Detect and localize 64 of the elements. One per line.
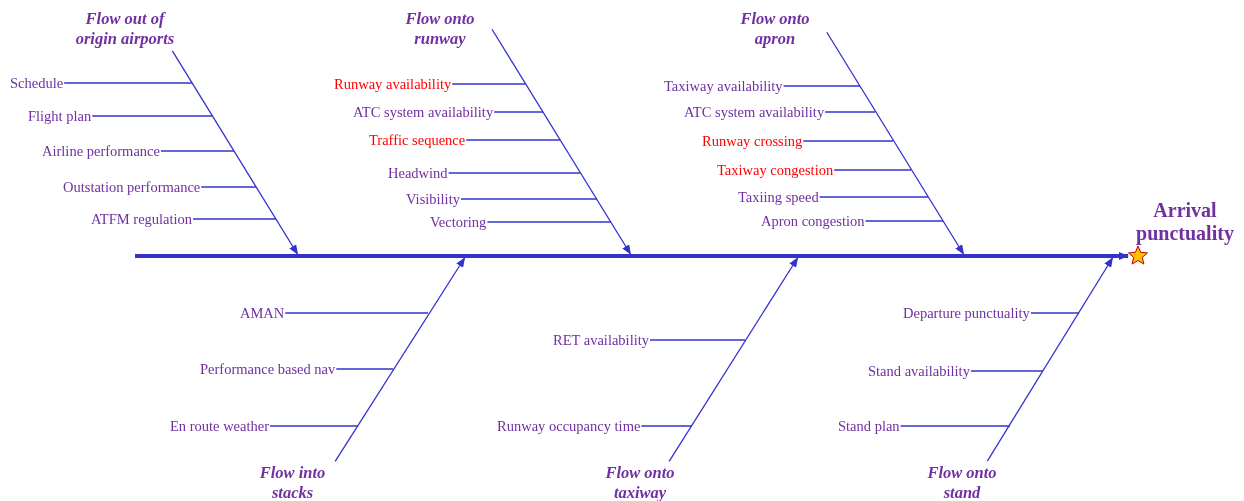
branch-line bbox=[284, 312, 429, 314]
cause-label: Taxiway availability bbox=[664, 77, 783, 96]
cause-label: Performance based nav bbox=[200, 360, 336, 379]
branch-line bbox=[63, 82, 193, 84]
branch-line bbox=[192, 218, 277, 220]
bone-arrow bbox=[668, 257, 799, 462]
cause-label: Taxiway congestion bbox=[717, 161, 834, 180]
bone-arrow bbox=[334, 257, 466, 462]
branch-line bbox=[335, 368, 394, 370]
bone-arrow bbox=[171, 50, 299, 255]
effect-label: Arrival punctuality bbox=[1136, 199, 1234, 245]
branch-line bbox=[465, 139, 561, 141]
category-heading: Flow into stacks bbox=[258, 463, 327, 501]
branch-line bbox=[970, 370, 1044, 372]
branch-line bbox=[802, 140, 894, 142]
cause-label: ATFM regulation bbox=[91, 210, 193, 229]
branch-line bbox=[864, 220, 944, 222]
branch-line bbox=[824, 111, 876, 113]
category-heading: Flow out of origin airports bbox=[74, 9, 176, 49]
cause-label: Vectoring bbox=[430, 213, 487, 232]
cause-label: Headwind bbox=[388, 164, 448, 183]
category-heading: Flow onto apron bbox=[739, 9, 811, 49]
bone-arrow bbox=[491, 28, 632, 255]
cause-label: Traffic sequence bbox=[369, 131, 466, 150]
branch-line bbox=[447, 172, 581, 174]
branch-line bbox=[493, 111, 544, 113]
branch-line bbox=[460, 198, 598, 200]
cause-label: Runway occupancy time bbox=[497, 417, 641, 436]
branch-line bbox=[451, 83, 526, 85]
cause-label: Stand availability bbox=[868, 362, 970, 381]
branch-line bbox=[900, 425, 1011, 427]
branch-line bbox=[640, 425, 693, 427]
category-heading: Flow onto taxiway bbox=[604, 463, 676, 501]
cause-label: ATC system availability bbox=[353, 103, 494, 122]
cause-label: Taxiing speed bbox=[738, 188, 819, 207]
cause-label: Runway availability bbox=[334, 75, 452, 94]
cause-label: ATC system availability bbox=[684, 103, 825, 122]
cause-label: Outstation performance bbox=[63, 178, 201, 197]
bone-arrow bbox=[986, 257, 1114, 462]
branch-line bbox=[649, 339, 746, 341]
category-heading: Flow onto runway bbox=[404, 9, 476, 49]
cause-label: Apron congestion bbox=[761, 212, 865, 231]
category-heading: Flow onto stand bbox=[926, 463, 998, 501]
branch-line bbox=[200, 186, 257, 188]
cause-label: Airline performance bbox=[42, 142, 160, 161]
branch-line bbox=[819, 196, 929, 198]
branch-line bbox=[91, 115, 213, 117]
cause-label: Runway crossing bbox=[702, 132, 803, 151]
cause-label: En route weather bbox=[170, 417, 270, 436]
branch-line bbox=[1030, 312, 1080, 314]
branch-line bbox=[160, 150, 235, 152]
cause-label: Stand plan bbox=[838, 417, 900, 436]
cause-label: AMAN bbox=[240, 304, 285, 323]
branch-line bbox=[833, 169, 912, 171]
branch-line bbox=[486, 221, 612, 223]
cause-label: RET availability bbox=[553, 331, 649, 350]
cause-label: Departure punctuality bbox=[903, 304, 1030, 323]
bone-arrow bbox=[826, 31, 965, 255]
spine-arrow bbox=[1103, 252, 1129, 260]
branch-line bbox=[269, 425, 359, 427]
cause-label: Schedule bbox=[10, 74, 64, 93]
cause-label: Flight plan bbox=[28, 107, 92, 126]
branch-line bbox=[782, 85, 861, 87]
cause-label: Visibility bbox=[406, 190, 460, 209]
